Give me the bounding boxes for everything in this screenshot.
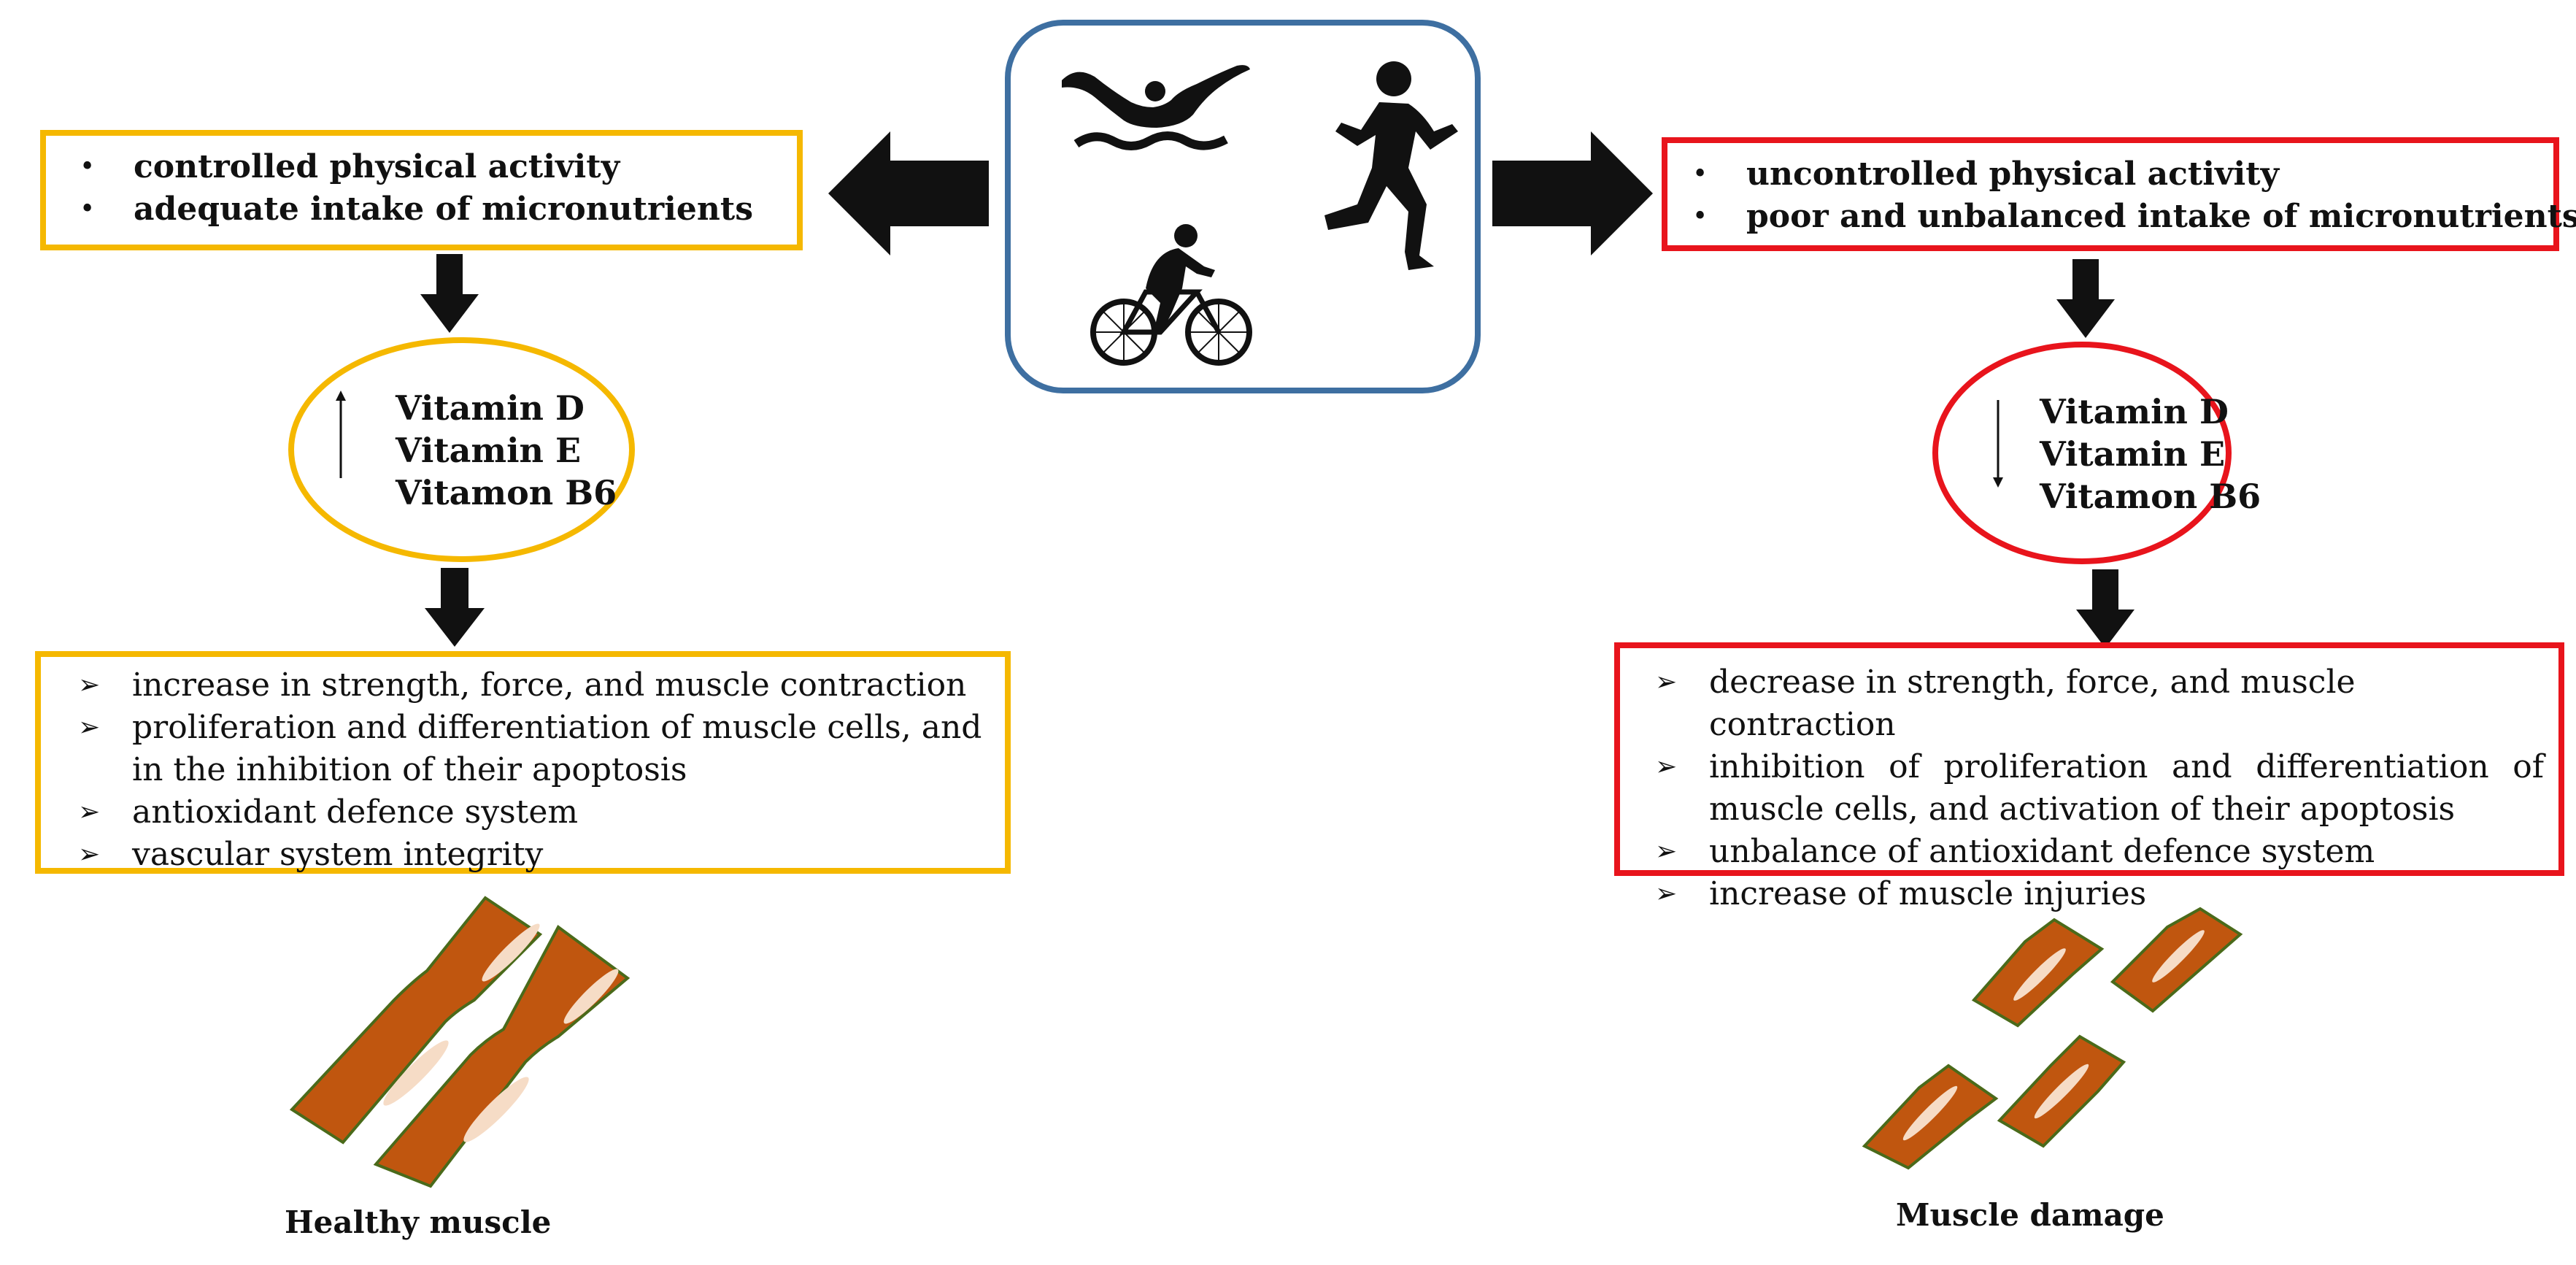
arrowhead-bullet-icon: ➢ bbox=[1655, 837, 1678, 866]
right-condition-item: uncontrolled physical activity bbox=[1692, 153, 2553, 196]
muscle-damage-caption: Muscle damage bbox=[1896, 1197, 2164, 1233]
left-arrow-icon bbox=[828, 131, 989, 255]
healthy-muscle-caption: Healthy muscle bbox=[285, 1204, 552, 1240]
right-conditions-box: uncontrolled physical activity poor and … bbox=[1662, 137, 2576, 251]
left-effect-item: ➢increase in strength, force, and muscle… bbox=[78, 664, 990, 707]
down-arrow-icon bbox=[2076, 569, 2135, 648]
arrowhead-bullet-icon: ➢ bbox=[1655, 667, 1678, 697]
left-conditions-box: controlled physical activity adequate in… bbox=[40, 130, 803, 250]
swimmer-icon bbox=[1062, 65, 1250, 150]
vitamin-label: Vitamin D bbox=[396, 388, 585, 428]
right-effect-item: ➢inhibition of proliferation and differe… bbox=[1655, 746, 2544, 831]
up-arrow-icon bbox=[336, 391, 346, 478]
arrowhead-bullet-icon: ➢ bbox=[78, 797, 101, 827]
right-condition-item: poor and unbalanced intake of micronutri… bbox=[1692, 196, 2576, 238]
left-vitamin-list: Vitamin D Vitamin E Vitamon B6 bbox=[396, 387, 617, 514]
arrowhead-bullet-icon: ➢ bbox=[78, 712, 101, 742]
sports-activity-box bbox=[1005, 20, 1481, 393]
healthy-muscle-icon bbox=[289, 896, 630, 1188]
right-effects-box: ➢decrease in strength, force, and muscle… bbox=[1614, 642, 2564, 912]
right-vitamin-list: Vitamin D Vitamin E Vitamon B6 bbox=[2040, 391, 2261, 518]
left-effect-item: ➢vascular system integrity bbox=[78, 834, 990, 876]
down-arrow-icon bbox=[2056, 259, 2115, 338]
down-arrow-icon bbox=[1993, 400, 2003, 488]
right-arrow-icon bbox=[1492, 131, 1653, 255]
down-arrow-icon bbox=[420, 254, 479, 333]
vitamin-label: Vitamin D bbox=[2040, 392, 2229, 431]
left-effect-item: ➢antioxidant defence system bbox=[78, 791, 990, 834]
damaged-muscle-icon bbox=[1862, 907, 2243, 1170]
runner-icon bbox=[1324, 61, 1458, 270]
vitamin-label: Vitamon B6 bbox=[396, 473, 617, 512]
left-vitamin-oval bbox=[288, 337, 635, 562]
left-condition-item: controlled physical activity bbox=[80, 146, 797, 188]
vitamin-label: Vitamin E bbox=[2040, 434, 2226, 474]
arrowhead-bullet-icon: ➢ bbox=[78, 670, 101, 700]
cyclist-icon bbox=[1090, 224, 1252, 366]
right-effect-item: ➢increase of muscle injuries bbox=[1655, 873, 2544, 915]
right-effect-item: ➢unbalance of antioxidant defence system bbox=[1655, 831, 2544, 873]
left-effects-box: ➢increase in strength, force, and muscle… bbox=[35, 651, 1011, 874]
right-vitamin-oval bbox=[1932, 342, 2232, 564]
left-condition-item: adequate intake of micronutrients bbox=[80, 188, 797, 231]
arrowhead-bullet-icon: ➢ bbox=[1655, 752, 1678, 782]
left-effect-item: ➢proliferation and differentiation of mu… bbox=[78, 707, 990, 791]
right-effect-item: ➢decrease in strength, force, and muscle… bbox=[1655, 661, 2544, 746]
vitamin-label: Vitamin E bbox=[396, 431, 582, 470]
vitamin-label: Vitamon B6 bbox=[2040, 477, 2261, 516]
arrowhead-bullet-icon: ➢ bbox=[78, 839, 101, 869]
arrowhead-bullet-icon: ➢ bbox=[1655, 879, 1678, 909]
down-arrow-icon bbox=[425, 568, 485, 647]
